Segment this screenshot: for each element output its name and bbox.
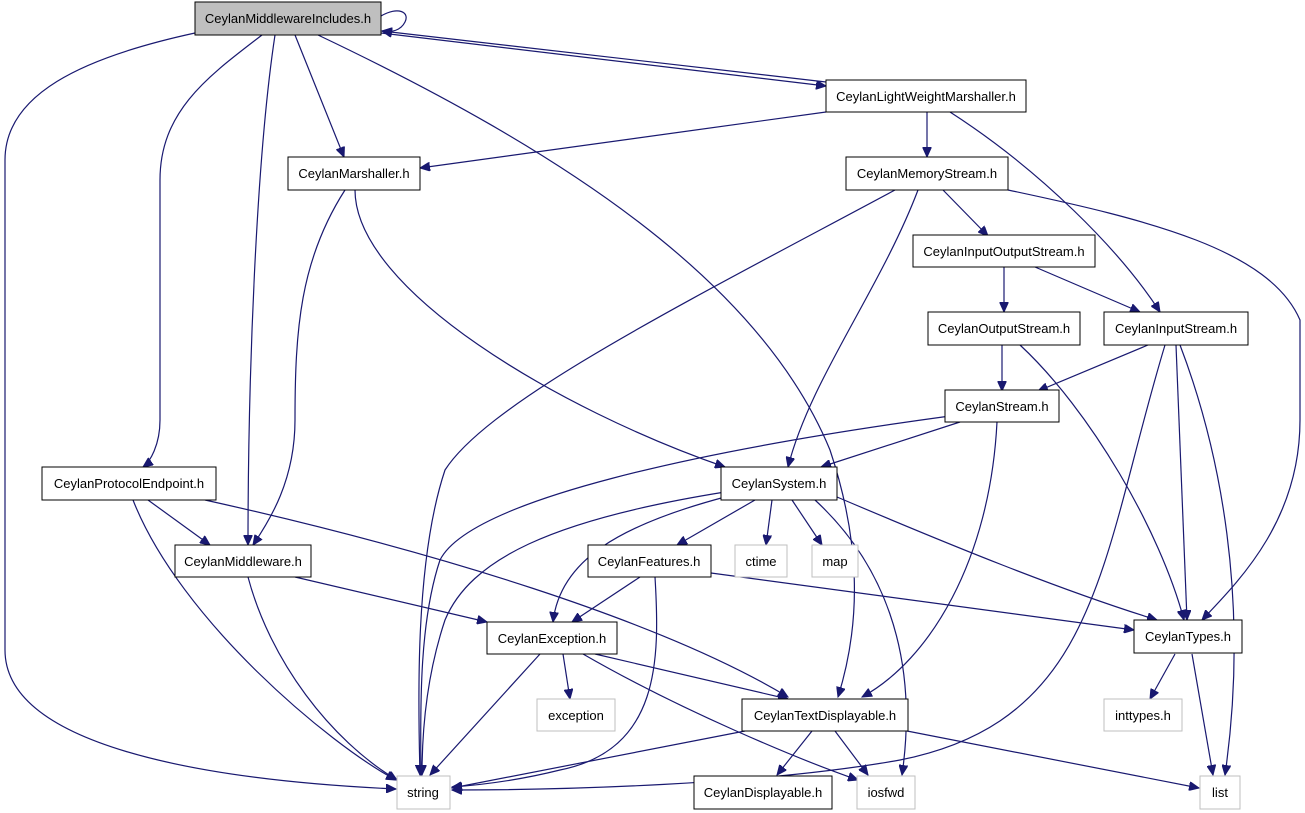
svg-text:iosfwd: iosfwd — [868, 785, 905, 800]
edge-memstream-to-types — [1007, 189, 1301, 620]
node-inttypes[interactable]: inttypes.h — [1103, 698, 1183, 732]
node-iosfwd[interactable]: iosfwd — [856, 775, 916, 810]
svg-text:CeylanLightWeightMarshaller.h: CeylanLightWeightMarshaller.h — [836, 89, 1016, 104]
svg-text:CeylanInputStream.h: CeylanInputStream.h — [1115, 321, 1237, 336]
svg-text:CeylanSystem.h: CeylanSystem.h — [732, 476, 827, 491]
edge-system-to-features — [677, 499, 756, 545]
edge-textdisp-to-list — [906, 730, 1199, 788]
edge-textdisp-to-iosfwd — [834, 730, 868, 775]
edge-stream-to-string — [421, 415, 951, 775]
svg-text:CeylanProtocolEndpoint.h: CeylanProtocolEndpoint.h — [54, 476, 204, 491]
edge-exception-h-to-textdisp — [594, 653, 788, 699]
svg-text:map: map — [822, 554, 847, 569]
edge-instream-to-list — [1179, 344, 1235, 775]
node-string[interactable]: string — [396, 775, 451, 810]
svg-text:exception: exception — [548, 708, 604, 723]
node-list[interactable]: list — [1199, 775, 1241, 810]
edge-memstream-to-string — [419, 189, 896, 775]
edge-root-to-marshaller — [294, 34, 344, 157]
edge-stream-to-system — [821, 421, 961, 467]
svg-text:CeylanTypes.h: CeylanTypes.h — [1145, 629, 1231, 644]
edge-system-to-string — [422, 491, 726, 775]
edge-outstream-to-types — [1019, 344, 1184, 620]
node-ceylan-input-stream[interactable]: CeylanInputStream.h — [1103, 311, 1249, 346]
edge-instream-to-stream — [1038, 344, 1149, 391]
svg-text:CeylanOutputStream.h: CeylanOutputStream.h — [938, 321, 1070, 336]
svg-text:string: string — [407, 785, 439, 800]
node-ceylan-text-displayable[interactable]: CeylanTextDisplayable.h — [741, 698, 909, 732]
edge-features-to-types — [710, 572, 1134, 630]
edge-middleware-to-exception-h — [294, 576, 487, 622]
node-ceylan-features[interactable]: CeylanFeatures.h — [587, 544, 712, 578]
edge-system-to-map — [791, 499, 822, 545]
node-ceylan-middleware[interactable]: CeylanMiddleware.h — [174, 544, 312, 578]
edge-iostream-to-instream — [1034, 266, 1140, 312]
edge-types-to-inttypes — [1150, 653, 1176, 699]
edge-features-to-string — [452, 576, 658, 787]
node-ceylan-output-stream[interactable]: CeylanOutputStream.h — [927, 311, 1081, 346]
node-ceylan-protocol-endpoint[interactable]: CeylanProtocolEndpoint.h — [41, 466, 217, 501]
edge-system-to-iosfwd — [814, 499, 906, 775]
node-ceylan-light-weight-marshaller[interactable]: CeylanLightWeightMarshaller.h — [825, 79, 1027, 113]
edge-lwm-to-marshaller — [420, 111, 827, 168]
node-map[interactable]: map — [811, 544, 859, 578]
edge-root-to-textdisp — [317, 34, 856, 697]
edge-exception-h-to-iosfwd — [582, 653, 858, 780]
node-ceylan-input-output-stream[interactable]: CeylanInputOutputStream.h — [912, 234, 1096, 268]
svg-text:CeylanException.h: CeylanException.h — [498, 631, 606, 646]
edge-system-to-types — [836, 496, 1157, 620]
node-ceylan-marshaller[interactable]: CeylanMarshaller.h — [287, 156, 421, 191]
edge-lwm-to-root — [382, 31, 827, 83]
svg-text:ctime: ctime — [745, 554, 776, 569]
svg-text:inttypes.h: inttypes.h — [1115, 708, 1171, 723]
edge-protocol-to-middleware — [147, 499, 210, 545]
edge-root-self — [380, 10, 407, 32]
svg-text:CeylanInputOutputStream.h: CeylanInputOutputStream.h — [923, 244, 1084, 259]
edge-system-to-ctime — [766, 499, 773, 545]
edge-lwm-to-instream — [949, 111, 1160, 312]
svg-text:list: list — [1212, 785, 1228, 800]
edge-root-to-lwm — [380, 32, 826, 86]
svg-text:CeylanFeatures.h: CeylanFeatures.h — [598, 554, 701, 569]
edge-memstream-to-system — [788, 189, 919, 467]
nodes: CeylanMiddlewareIncludes.h CeylanLightWe… — [41, 1, 1249, 810]
edge-instream-to-string — [452, 344, 1166, 790]
node-ceylan-exception[interactable]: CeylanException.h — [486, 621, 618, 655]
edge-exception-h-to-exception — [562, 653, 570, 699]
edge-root-to-protocol — [143, 34, 263, 467]
svg-text:CeylanMarshaller.h: CeylanMarshaller.h — [298, 166, 409, 181]
edge-protocol-to-string — [132, 499, 396, 780]
node-ceylan-memory-stream[interactable]: CeylanMemoryStream.h — [845, 156, 1009, 191]
svg-text:CeylanMiddleware.h: CeylanMiddleware.h — [184, 554, 302, 569]
edge-protocol-to-textdisp — [204, 499, 788, 697]
edge-textdisp-to-string — [452, 730, 746, 788]
node-ceylan-middleware-includes[interactable]: CeylanMiddlewareIncludes.h — [194, 1, 382, 36]
node-ctime[interactable]: ctime — [734, 544, 788, 578]
node-ceylan-system[interactable]: CeylanSystem.h — [720, 466, 838, 501]
edge-memstream-to-iostream — [942, 189, 988, 236]
edge-instream-to-types — [1175, 344, 1187, 620]
node-exception[interactable]: exception — [536, 698, 616, 732]
edge-features-to-exception-h — [572, 576, 641, 622]
edge-exception-h-to-string — [430, 653, 541, 775]
edge-middleware-to-string — [247, 576, 397, 780]
edge-marshaller-to-middleware — [253, 189, 346, 545]
svg-text:CeylanTextDisplayable.h: CeylanTextDisplayable.h — [754, 708, 896, 723]
edge-marshaller-to-system — [354, 189, 725, 467]
node-ceylan-types[interactable]: CeylanTypes.h — [1133, 619, 1243, 654]
edge-root-to-middleware — [248, 34, 276, 545]
edge-stream-to-textdisp — [862, 421, 998, 697]
edges — [4, 10, 1301, 790]
edge-textdisp-to-displayable — [777, 730, 813, 775]
node-ceylan-displayable[interactable]: CeylanDisplayable.h — [693, 775, 833, 810]
edge-types-to-list — [1191, 653, 1213, 775]
edge-root-to-string — [4, 32, 396, 789]
svg-text:CeylanMemoryStream.h: CeylanMemoryStream.h — [857, 166, 997, 181]
svg-text:CeylanDisplayable.h: CeylanDisplayable.h — [704, 785, 823, 800]
node-ceylan-stream[interactable]: CeylanStream.h — [944, 389, 1060, 423]
svg-text:CeylanMiddlewareIncludes.h: CeylanMiddlewareIncludes.h — [205, 11, 371, 26]
svg-text:CeylanStream.h: CeylanStream.h — [955, 399, 1048, 414]
